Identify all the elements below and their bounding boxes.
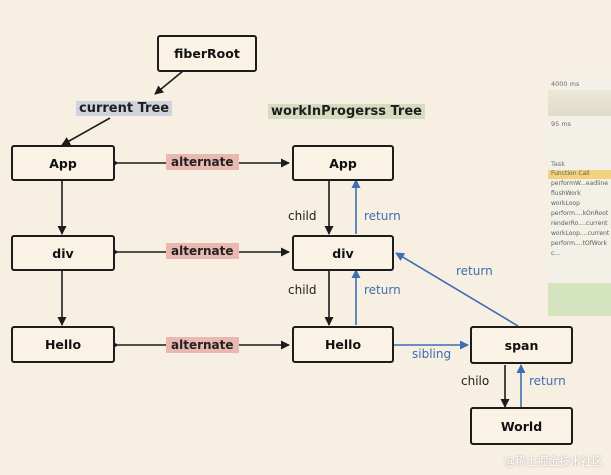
child-label-app-div: child [288, 209, 317, 223]
fiberroot-to-app-line [61, 117, 111, 146]
devtools-performance-panel: 4000 ms 95 ms Task Function Call perform… [548, 78, 611, 316]
wip-tree-title: workInProgerss Tree [268, 104, 425, 119]
sibling-label: sibling [412, 347, 452, 361]
devtools-row-4: perform....kOnRoot [551, 210, 609, 217]
alternate-tag-div: alternate [166, 243, 239, 259]
devtools-timing-mid: 95 ms [551, 120, 572, 128]
devtools-row-3: workLoop [551, 200, 580, 207]
current-app-node: App [11, 145, 115, 181]
alternate-tag-hello: alternate [166, 337, 239, 353]
wip-hello-node: Hello [292, 326, 394, 363]
return-label-hello-div: return [364, 283, 401, 297]
return-label-world-span: return [529, 374, 566, 388]
span-to-div-return-arrow [395, 252, 519, 327]
devtools-row-2: flushWork [551, 190, 581, 197]
child-label-div-hello: child [288, 283, 317, 297]
devtools-row-6: workLoop....current [551, 230, 610, 237]
devtools-task-label: Task [551, 160, 566, 168]
devtools-row-5: renderRo....current [551, 220, 608, 227]
devtools-row-7: perform....tOfWork [551, 240, 607, 247]
devtools-green-area [548, 283, 611, 316]
devtools-row-0: Function Call [548, 170, 611, 179]
fiberroot-node: fiberRoot [157, 35, 257, 72]
devtools-row-1: performW...eadline [551, 180, 608, 187]
alternate-tag-app: alternate [166, 154, 239, 170]
current-tree-title: current Tree [76, 101, 173, 116]
child-label-span-world: chilo [461, 374, 490, 388]
devtools-timing-top: 4000 ms [551, 80, 580, 88]
return-label-span-div: return [456, 264, 493, 278]
current-hello-node: Hello [11, 326, 115, 363]
devtools-row-8: c... [551, 250, 561, 257]
current-div-node: div [11, 235, 115, 271]
wip-div-node: div [292, 235, 394, 271]
devtools-flame-overview [548, 90, 611, 116]
wip-span-node: span [470, 326, 573, 364]
wip-world-node: World [470, 407, 573, 445]
wip-app-node: App [292, 145, 394, 181]
watermark: @稀土掘金技术社区 [504, 455, 603, 468]
return-label-div-app: return [364, 209, 401, 223]
fiberroot-to-app-arrow [154, 70, 184, 95]
